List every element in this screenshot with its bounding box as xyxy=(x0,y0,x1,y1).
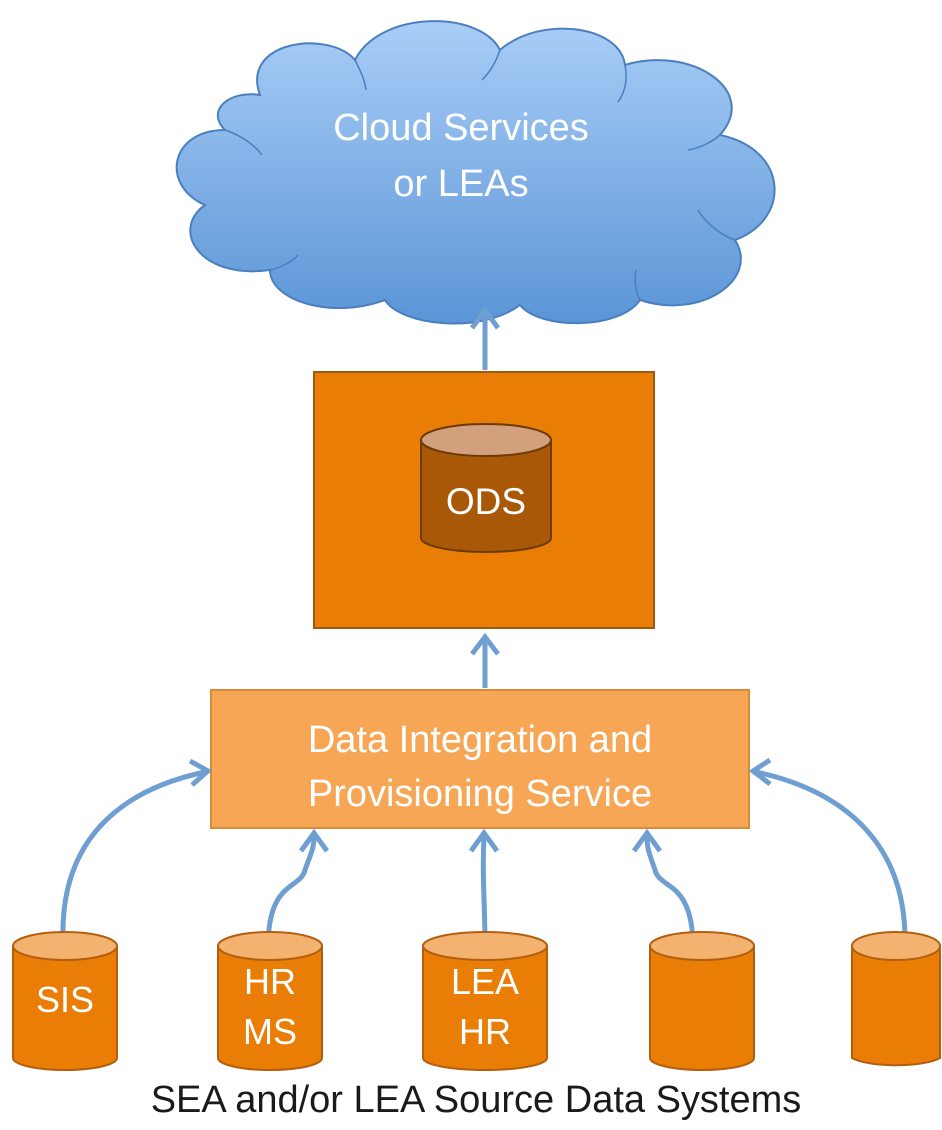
source-hrms-label-line2: MS xyxy=(243,1011,297,1052)
source-database-leahr: LEA HR xyxy=(422,931,548,1071)
source-hrms-label-line1: HR xyxy=(244,961,296,1002)
arrowhead-source5 xyxy=(748,757,772,786)
integration-service-node: Data Integration and Provisioning Servic… xyxy=(210,689,750,829)
cloud-shape xyxy=(175,20,776,325)
arrowhead-sis xyxy=(188,758,213,787)
source-database-5 xyxy=(851,931,941,1067)
source-database-4 xyxy=(649,931,755,1071)
ods-label: ODS xyxy=(446,481,526,522)
source-sis-label: SIS xyxy=(36,979,94,1020)
footer-caption: SEA and/or LEA Source Data Systems xyxy=(151,1079,802,1121)
cloud-fold-line xyxy=(634,269,641,301)
source-leahr-label-line2: HR xyxy=(459,1011,511,1052)
cloud-fold-line xyxy=(617,64,627,103)
ods-database-icon xyxy=(420,423,552,553)
source-arrows xyxy=(60,757,908,949)
source-database-sis: SIS xyxy=(12,931,118,1071)
cloud-fold-line xyxy=(269,254,299,271)
arrow-hrms-to-integration xyxy=(265,835,317,949)
cloud-fold-line xyxy=(481,49,501,81)
cloud-label-line2: or LEAs xyxy=(393,163,528,205)
integration-box xyxy=(210,689,750,829)
cloud-services-node: Cloud Services or LEAs xyxy=(175,20,776,325)
cloud-fold-line xyxy=(687,134,721,151)
source-database-hrms: HR MS xyxy=(217,931,323,1071)
arrowhead-integration-to-ods xyxy=(470,632,500,656)
cloud-fold-line xyxy=(224,129,263,156)
integration-label-line1: Data Integration and xyxy=(308,719,652,761)
cloud-label-line1: Cloud Services xyxy=(333,107,589,149)
arrowhead-leahr xyxy=(468,828,500,853)
arrow-source4-to-integration xyxy=(644,835,696,949)
cloud-fold-line xyxy=(354,59,367,91)
arrow-sis-to-integration xyxy=(60,769,206,941)
ods-node: ODS xyxy=(313,371,655,629)
integration-label-line2: Provisioning Service xyxy=(308,773,652,815)
arrowhead-ods-to-cloud xyxy=(469,305,501,330)
source-leahr-label-line1: LEA xyxy=(451,961,519,1002)
cloud-fold-line xyxy=(697,209,736,241)
arrowhead-source4 xyxy=(631,828,663,853)
arrow-source5-to-integration xyxy=(755,769,908,941)
arrowhead-hrms xyxy=(298,828,330,853)
